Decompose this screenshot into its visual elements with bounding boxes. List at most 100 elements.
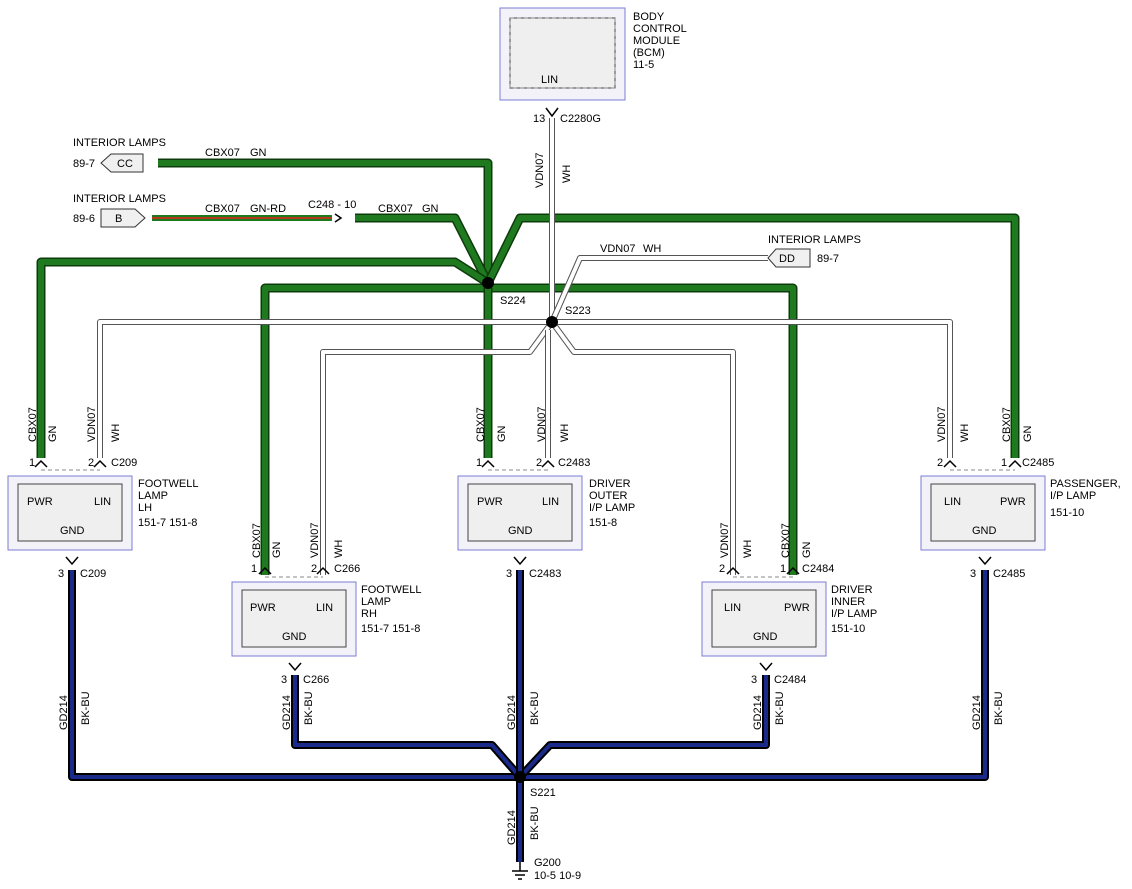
svg-text:GND: GND [282,631,307,643]
svg-text:GN: GN [801,541,813,558]
svg-text:CBX07: CBX07 [475,407,487,442]
svg-text:CBX07: CBX07 [1001,407,1013,442]
white-wires [97,118,953,575]
svg-text:1: 1 [29,457,35,469]
svg-text:I/P LAMP: I/P LAMP [589,502,635,514]
svg-text:INNER: INNER [831,596,865,608]
svg-text:VDN07: VDN07 [936,407,948,442]
svg-text:WH: WH [742,540,754,558]
svg-text:I/P LAMP: I/P LAMP [831,608,877,620]
svg-text:C209: C209 [80,568,106,580]
svg-text:RH: RH [361,608,377,620]
bcm-trunk-color: WH [561,165,573,183]
svg-text:LIN: LIN [724,602,741,614]
splice-s223: S223 [546,305,591,328]
svg-text:3: 3 [281,674,287,686]
svg-text:BK-BU: BK-BU [993,691,1005,725]
svg-text:CBX07: CBX07 [251,523,263,558]
svg-text:PWR: PWR [250,602,276,614]
svg-text:GD214: GD214 [971,695,983,730]
svg-text:BK-BU: BK-BU [303,691,315,725]
svg-text:PWR: PWR [477,496,503,508]
bcm-page: 11-5 [633,59,654,71]
svg-text:C248 - 10: C248 - 10 [308,199,356,211]
svg-text:GN: GN [1022,425,1034,442]
svg-text:3: 3 [58,568,64,580]
svg-text:DRIVER: DRIVER [831,584,873,596]
svg-text:LIN: LIN [94,496,111,508]
svg-text:89-6: 89-6 [73,213,95,225]
svg-text:GN: GN [496,425,508,442]
svg-text:2: 2 [88,457,94,469]
svg-text:VDN07: VDN07 [536,407,548,442]
bcm-pin-lin: LIN [541,74,558,86]
svg-text:BK-BU: BK-BU [774,691,786,725]
svg-text:WH: WH [110,424,122,442]
svg-text:GN: GN [47,425,59,442]
green-wires [36,158,1020,575]
ref-dd[interactable]: VDN07 WH INTERIOR LAMPS DD 89-7 [600,234,861,268]
svg-text:VDN07: VDN07 [719,523,731,558]
svg-text:1: 1 [476,457,482,469]
bcm-name-2: CONTROL [633,23,687,35]
svg-text:LIN: LIN [542,496,559,508]
svg-text:PASSENGER,: PASSENGER, [1050,478,1121,490]
svg-text:GND: GND [972,525,997,537]
svg-text:LH: LH [138,502,152,514]
svg-text:GD214: GD214 [281,695,293,730]
svg-text:GND: GND [60,525,85,537]
footwell-lamp-lh[interactable]: CBX07 GN VDN07 WH 1 2 C209 PWR LIN GND F… [7,407,199,730]
bcm-name-3: MODULE [633,35,680,47]
svg-text:GN: GN [422,203,439,215]
svg-text:CBX07: CBX07 [205,203,240,215]
svg-text:GND: GND [753,631,778,643]
ground-g200[interactable]: GD214 BK-BU G200 10-5 10-9 [506,806,581,882]
svg-text:C266: C266 [303,674,329,686]
driver-outer-ip-lamp[interactable]: CBX07 GN VDN07 WH 1 2 C2483 PWR LIN GND … [457,407,635,730]
svg-text:WH: WH [559,424,571,442]
svg-text:LIN: LIN [944,496,961,508]
svg-text:BK-BU: BK-BU [80,691,92,725]
bcm-conn: C2280G [560,113,601,125]
svg-text:GND: GND [508,525,533,537]
svg-text:OUTER: OUTER [589,490,628,502]
svg-text:C2485: C2485 [993,568,1025,580]
svg-text:WH: WH [643,243,661,255]
svg-text:C2483: C2483 [558,457,590,469]
svg-text:C266: C266 [334,563,360,575]
svg-text:PWR: PWR [784,602,810,614]
svg-text:WH: WH [333,540,345,558]
svg-text:VDN07: VDN07 [86,407,98,442]
svg-text:2: 2 [719,563,725,575]
svg-text:BK-BU: BK-BU [529,806,541,840]
svg-text:FOOTWELL: FOOTWELL [138,478,199,490]
svg-text:151-7 151-8: 151-7 151-8 [138,517,197,529]
svg-text:3: 3 [970,568,976,580]
bcm-conn-pin: 13 [533,113,545,125]
ref-cc[interactable]: INTERIOR LAMPS 89-7 CC CBX07 GN [73,137,267,173]
passenger-ip-lamp[interactable]: VDN07 WH CBX07 GN 2 1 C2485 LIN PWR GND … [920,407,1121,730]
svg-text:VDN07: VDN07 [600,243,635,255]
svg-text:LIN: LIN [316,602,333,614]
driver-inner-ip-lamp[interactable]: VDN07 WH CBX07 GN 2 1 C2484 LIN PWR GND … [701,523,877,730]
svg-text:C2485: C2485 [1022,457,1054,469]
ref-b[interactable]: INTERIOR LAMPS 89-6 B CBX07 GN-RD C248 -… [73,193,439,228]
svg-text:S221: S221 [530,787,556,799]
svg-text:151-10: 151-10 [1050,507,1084,519]
svg-text:INTERIOR LAMPS: INTERIOR LAMPS [768,234,861,246]
svg-text:I/P LAMP: I/P LAMP [1050,490,1096,502]
ground-wires [68,570,989,862]
svg-text:WH: WH [959,424,971,442]
svg-text:BK-BU: BK-BU [529,691,541,725]
svg-text:C2484: C2484 [802,563,834,575]
svg-text:C2484: C2484 [774,674,806,686]
footwell-lamp-rh[interactable]: CBX07 GN VDN07 WH 1 2 C266 PWR LIN GND F… [231,523,422,730]
svg-text:CBX07: CBX07 [27,407,39,442]
svg-text:2: 2 [311,563,317,575]
svg-text:3: 3 [506,568,512,580]
svg-text:S223: S223 [565,305,591,317]
bcm-module[interactable]: LIN BODY CONTROL MODULE (BCM) 11-5 13 C2… [499,7,687,125]
svg-text:GD214: GD214 [506,810,518,845]
svg-text:CBX07: CBX07 [780,523,792,558]
